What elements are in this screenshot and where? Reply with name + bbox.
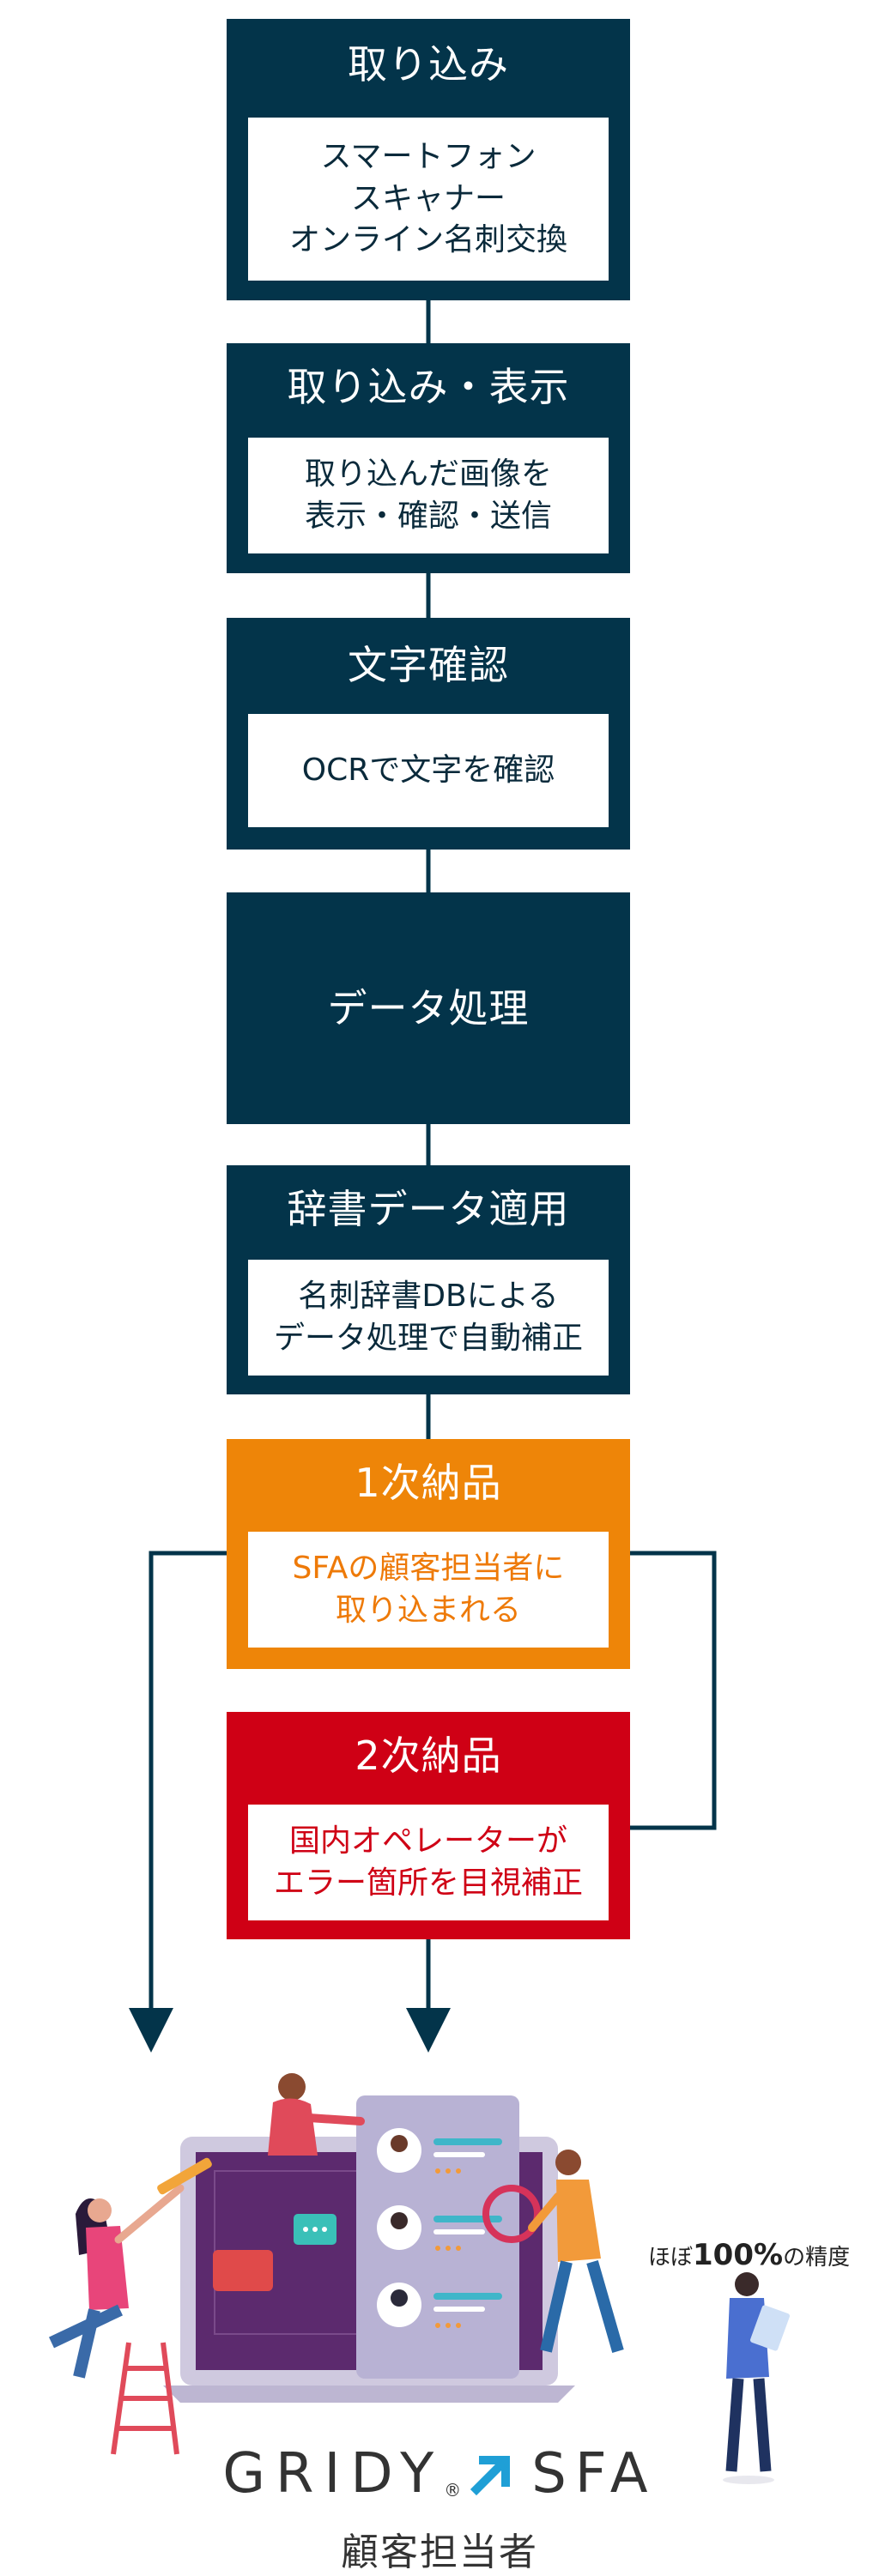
arrowhead-left (129, 2008, 173, 2053)
detail-line: スマートフォン (320, 139, 536, 175)
step-title: 取り込み・表示 (287, 364, 570, 410)
person-with-magnifier (482, 2150, 624, 2353)
step-title: 文字確認 (348, 642, 509, 688)
step-detail: 名刺辞書DBによる データ処理で自動補正 (248, 1260, 609, 1376)
step-dictionary: 辞書データ適用 名刺辞書DBによる データ処理で自動補正 (227, 1165, 630, 1394)
detail-line: 名刺辞書DBによる (298, 1278, 559, 1314)
detail-line: 取り込んだ画像を (304, 456, 552, 492)
step-first-delivery: 1次納品 SFAの顧客担当者に 取り込まれる (227, 1439, 630, 1669)
step-title: データ処理 (327, 985, 530, 1031)
person-with-document (723, 2272, 790, 2484)
branch-to-2nd-delivery (630, 1551, 717, 1830)
step-char-check: 文字確認 OCRで文字を確認 (227, 618, 630, 850)
brand-arrow-icon (470, 2456, 511, 2496)
step-import: 取り込み スマートフォン スキャナー オンライン名刺交換 (227, 19, 630, 300)
detail-line: 表示・確認・送信 (304, 498, 552, 534)
step-title: 1次納品 (355, 1460, 502, 1506)
step-second-delivery: 2次納品 国内オペレーターが エラー箇所を目視補正 (227, 1712, 630, 1939)
branch-left-to-customer (149, 1551, 227, 2012)
brand-logo: GRIDY ® SFA (0, 2442, 879, 2506)
registered-mark: ® (444, 2480, 462, 2500)
flow-connectors (129, 300, 717, 2053)
step-title: 2次納品 (355, 1732, 502, 1779)
profile-card-panel (356, 2095, 519, 2379)
document-icon (750, 2305, 790, 2351)
step-detail: スマートフォン スキャナー オンライン名刺交換 (248, 118, 609, 281)
step-title: 辞書データ適用 (287, 1186, 570, 1232)
person-with-pencil (48, 2157, 212, 2455)
brand-gridy: GRIDY (222, 2442, 445, 2506)
detail-line: エラー箇所を目視補正 (273, 1865, 583, 1901)
person-pointing (268, 2073, 365, 2156)
arrowhead-center (406, 2008, 451, 2053)
audience-label: 顧客担当者 (341, 2531, 538, 2574)
accuracy-suffix: の精度 (783, 2245, 851, 2271)
detail-line: スキャナー (350, 180, 506, 216)
step-data-processing: データ処理 (227, 892, 630, 1124)
step-detail: 取り込んだ画像を 表示・確認・送信 (248, 438, 609, 553)
step-title: 取り込み (348, 41, 509, 88)
detail-line: 取り込まれる (335, 1592, 521, 1628)
magnifier-icon (482, 2185, 541, 2243)
step-import-display: 取り込み・表示 取り込んだ画像を 表示・確認・送信 (227, 343, 630, 573)
detail-line: オンライン名刺交換 (288, 222, 567, 258)
team-illustration (48, 2073, 790, 2484)
step-detail: SFAの顧客担当者に 取り込まれる (248, 1532, 609, 1648)
accuracy-value: 100% (693, 2238, 784, 2272)
detail-line: SFAの顧客担当者に (292, 1550, 565, 1586)
detail-line: OCRで文字を確認 (301, 752, 555, 788)
detail-line: 国内オペレーターが (288, 1823, 567, 1859)
step-detail: 国内オペレーターが エラー箇所を目視補正 (248, 1805, 609, 1920)
brand-sfa: SFA (531, 2442, 657, 2506)
accuracy-note: ほぼ100%の精度 (648, 2238, 850, 2272)
detail-line: データ処理で自動補正 (273, 1320, 583, 1356)
accuracy-prefix: ほぼ (648, 2245, 694, 2271)
chat-bubble-icon (213, 2250, 273, 2291)
step-detail: OCRで文字を確認 (248, 714, 609, 827)
